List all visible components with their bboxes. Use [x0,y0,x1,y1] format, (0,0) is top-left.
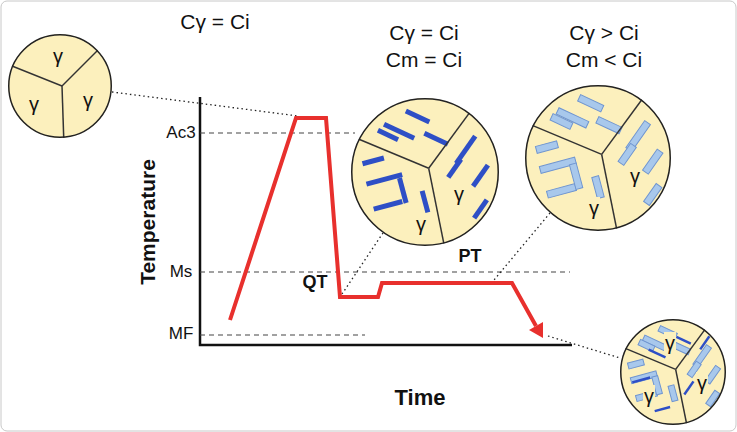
martensite-lath [471,164,490,188]
temperature-label: Ac3 [166,124,195,143]
martensite-lath [699,336,710,350]
martensite-lath [569,163,582,189]
microstructure-circle: Cγ = Ciγγγ [8,34,112,138]
martensite-lath [683,381,694,395]
martensite-lath [550,114,573,130]
leader-line [342,233,383,294]
phase-label: γ [664,332,676,354]
heat-treatment-curve [230,118,536,326]
austenite-grain-fill [620,319,726,425]
concentration-label: Cm = Ci [386,48,462,71]
phase-label: γ [588,197,600,219]
martensite-lath [668,385,678,402]
temperature-label: MF [169,325,194,344]
circle-border [352,99,499,246]
axis-or-step-label: QT [303,273,328,293]
grain-boundary [429,168,446,251]
martensite-lath [446,158,463,179]
circle-border [621,320,726,425]
martensite-lath [578,95,604,112]
austenite-grain-fill [351,98,499,246]
phase-label: γ [453,183,465,205]
grain-boundary [676,325,708,369]
martensite-lath [618,143,636,165]
martensite-lath [423,131,449,146]
concentration-label: Cγ = Ci [180,10,249,33]
microstructure-circle: Cγ > CiCm < Ciγγ [525,85,671,231]
temperature-level-line [200,334,365,335]
axes [200,97,572,345]
grain-boundary [602,94,647,155]
microstructure [620,319,726,429]
leader-line [494,213,550,280]
martensite-lath [373,199,403,211]
martensite-lath [397,177,409,203]
microstructure [351,98,499,251]
martensite-lath [632,376,651,383]
arrowhead [529,322,543,338]
martensite-lath [472,198,489,219]
austenite-grain-fill [8,34,112,138]
grain-boundary [12,66,62,86]
axis-or-step-label: Time [395,386,446,410]
leader-line [548,336,620,358]
martensite-lath [676,336,691,345]
martensite-lath [627,359,644,369]
temperature-level-line [200,271,570,272]
martensite-lath [383,122,415,141]
microstructure [8,34,112,146]
martensite-lath [362,156,385,167]
concentration-label: Cγ = Ci [389,21,458,44]
leader-line [112,92,298,116]
phase-label: γ [643,385,655,407]
grain-boundary [429,107,474,168]
martensite-lath [654,406,670,413]
microstructure [525,85,671,236]
martensite-lath [546,184,576,198]
phase-label: γ [82,89,94,111]
grain-boundary [526,123,602,155]
microstructure-circle: γγγ [620,319,726,425]
grain-boundary [62,50,98,86]
phase-label: γ [28,93,40,115]
austenite-grain-fill [525,85,671,231]
grain-boundary [352,136,429,168]
axis-or-step-label: Temperature [136,159,159,285]
concentration-label: Cm < Ci [566,48,642,71]
temperature-level-line [200,132,355,133]
microstructure-circle: Cγ = CiCm = Ciγγ [351,98,499,246]
martensite-lath [592,176,604,199]
martensite-lath [405,109,431,124]
martensite-lath [638,339,655,351]
temperature-label: Ms [170,263,193,282]
martensite-lath [644,184,662,206]
grain-boundary [676,369,688,428]
phase-label: γ [415,213,427,235]
grain-boundary [602,154,618,236]
circle-border [9,35,112,138]
martensite-lath [643,149,663,174]
phase-label: γ [52,45,64,67]
axis-or-step-label: PT [458,247,481,267]
martensite-lath [377,128,399,142]
phase-label: γ [629,165,641,187]
concentration-label: Cγ > Ci [569,21,638,44]
martensite-lath [535,141,558,153]
circle-border [526,86,671,231]
phase-label: γ [696,372,708,394]
martensite-lath [420,190,431,213]
